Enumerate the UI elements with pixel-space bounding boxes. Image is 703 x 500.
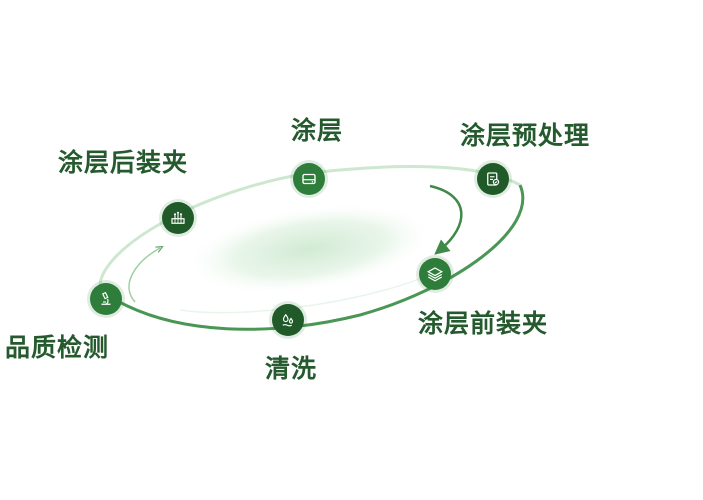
node-coating[interactable] [293,163,325,195]
node-pre-clamp[interactable] [419,258,451,290]
microscope-icon [101,291,111,305]
label-pre-clamp: 涂层前装夹 [418,309,549,338]
node-cleaning[interactable] [272,304,304,336]
flow-arrow-right [429,184,463,255]
hard-drive-icon [302,173,316,185]
fixture-icon [171,211,185,224]
droplets-icon [282,313,294,327]
flow-arrow-left [128,248,160,303]
ring-lower [99,184,525,331]
label-cleaning: 清洗 [265,354,318,383]
document-check-icon [487,172,500,186]
node-post-clamp[interactable] [162,202,194,234]
label-coating: 涂层 [291,116,344,145]
label-pretreatment: 涂层预处理 [460,121,591,150]
inner-glow [184,202,436,296]
node-inspection[interactable] [90,283,122,315]
node-pretreatment[interactable] [477,163,509,195]
label-post-clamp: 涂层后装夹 [58,148,189,177]
label-inspection: 品质检测 [5,333,110,362]
ring-inner-highlight [179,269,441,314]
layers-icon [426,267,444,282]
